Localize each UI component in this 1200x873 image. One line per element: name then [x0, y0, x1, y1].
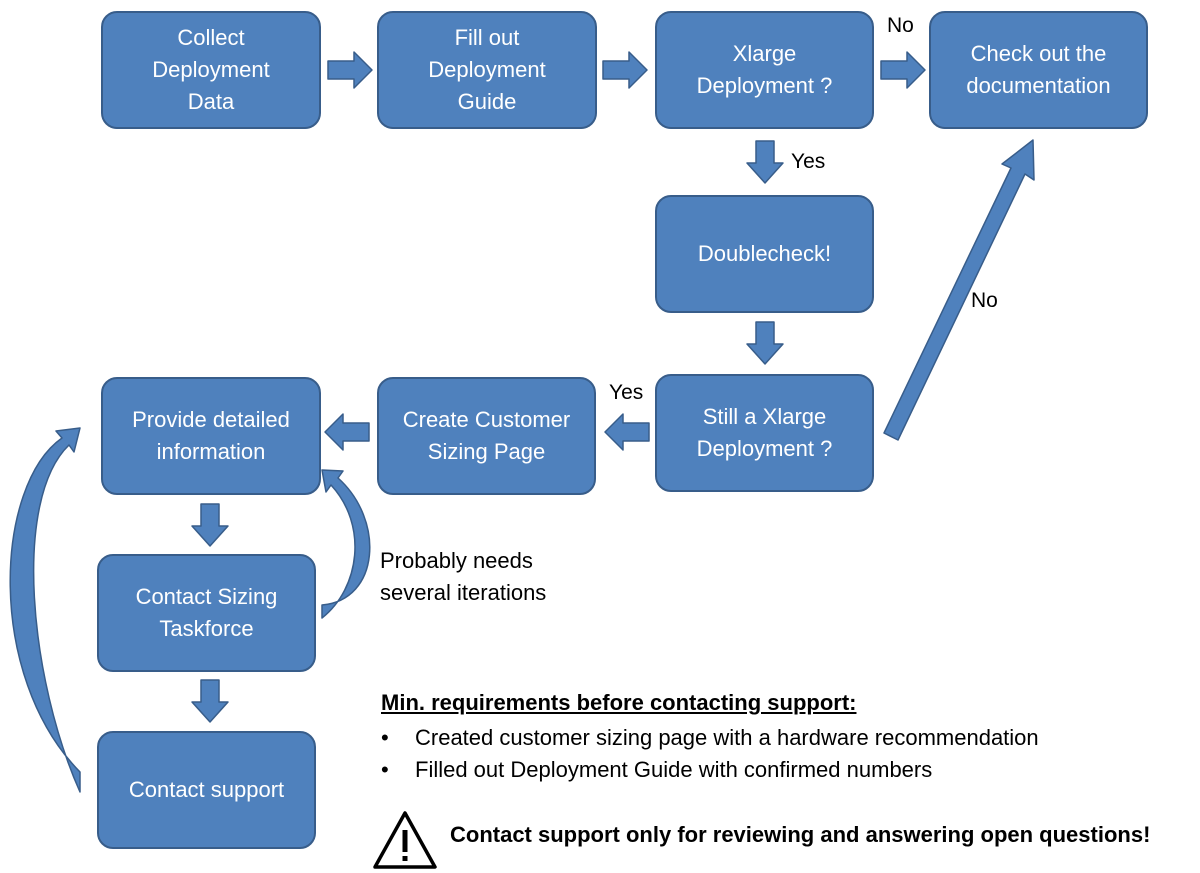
requirements-title: Min. requirements before contacting supp…	[381, 690, 857, 715]
node-provide-detailed-information: Provide detailed information	[101, 377, 321, 495]
requirements-list: Created customer sizing page with a hard…	[381, 722, 1039, 786]
label-yes-top: Yes	[791, 150, 826, 173]
requirement-item: Created customer sizing page with a hard…	[381, 722, 1039, 754]
node-collect-deployment-data: Collect Deployment Data	[101, 11, 321, 129]
arrow-iteration-loop	[321, 469, 371, 619]
arrow-create-to-provide	[324, 413, 370, 451]
node-xlarge-deployment: Xlarge Deployment ?	[655, 11, 874, 129]
iteration-note: Probably needs several iterations	[380, 548, 547, 605]
node-contact-support: Contact support	[97, 731, 316, 849]
node-fill-out-deployment-guide: Fill out Deployment Guide	[377, 11, 597, 129]
arrow-provide-to-sizing	[191, 503, 229, 547]
node-doublecheck: Doublecheck!	[655, 195, 874, 313]
arrow-sizing-to-support	[191, 679, 229, 723]
arrow-still-to-docs	[883, 139, 1035, 441]
arrow-xlarge-to-docs	[880, 51, 926, 89]
node-contact-sizing-taskforce: Contact Sizing Taskforce	[97, 554, 316, 672]
warning-triangle-icon	[373, 811, 437, 869]
warning-text: Contact support only for reviewing and a…	[450, 822, 1151, 847]
arrow-support-to-provide	[9, 427, 81, 793]
node-still-xlarge-deployment: Still a Xlarge Deployment ?	[655, 374, 874, 492]
node-create-customer-sizing-page: Create Customer Sizing Page	[377, 377, 596, 495]
arrow-still-to-create	[604, 413, 650, 451]
label-yes-middle: Yes	[609, 381, 644, 404]
arrow-doublecheck-to-still	[746, 321, 784, 365]
label-no-top: No	[887, 14, 914, 37]
requirement-item: Filled out Deployment Guide with confirm…	[381, 754, 1039, 786]
node-check-documentation: Check out the documentation	[929, 11, 1148, 129]
arrow-fill-to-xlarge	[602, 51, 648, 89]
arrow-collect-to-fill	[327, 51, 373, 89]
label-no-diagonal: No	[971, 289, 998, 312]
arrow-xlarge-to-doublecheck	[746, 140, 784, 184]
